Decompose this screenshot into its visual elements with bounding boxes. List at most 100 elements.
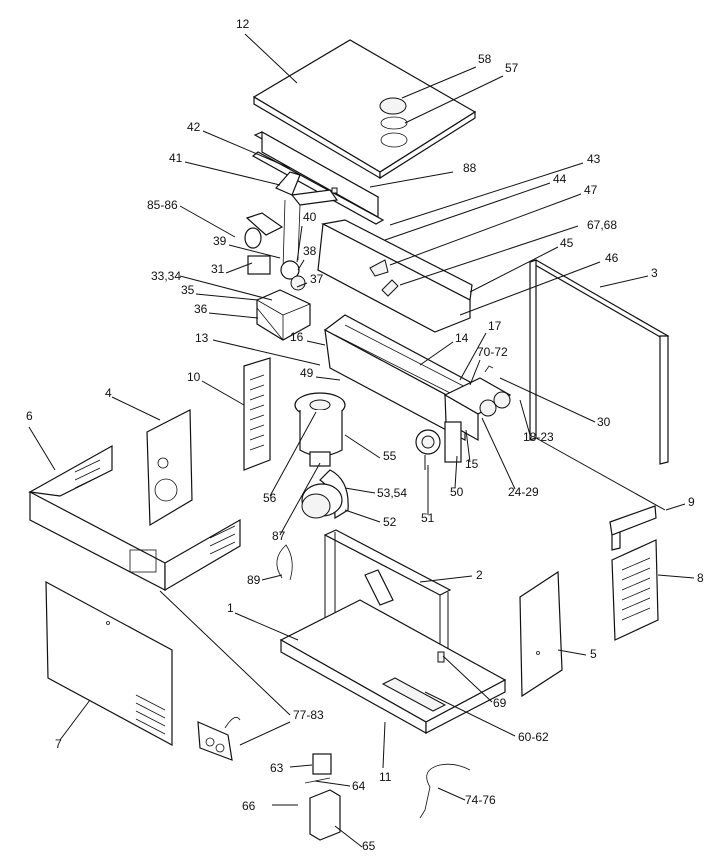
- leader-line-47: [389, 193, 582, 266]
- part-left-housing: [28, 357, 271, 592]
- callout-label-c12: 12: [236, 17, 250, 31]
- leader-line-40: [296, 225, 303, 263]
- callout-label-c85-86: 85-86: [147, 198, 178, 212]
- callout-label-c49: 49: [300, 366, 314, 380]
- leader-line-39: [228, 244, 281, 259]
- callout-label-c8: 8: [697, 571, 704, 585]
- callout-label-c88: 88: [463, 161, 477, 175]
- leader-line-50: [454, 455, 458, 489]
- callout-label-c60-62: 60-62: [518, 730, 549, 744]
- callout-label-c57: 57: [505, 61, 519, 75]
- leader-line-77-83b: [239, 721, 291, 746]
- part-right-grilles: [519, 505, 659, 698]
- leader-line-5: [557, 649, 587, 656]
- leader-line-55: [344, 434, 381, 459]
- callout-label-c45: 45: [560, 236, 574, 250]
- callout-label-c16: 16: [290, 330, 304, 344]
- leader-line-65: [334, 825, 363, 848]
- leader-line-88: [369, 171, 454, 188]
- callout-label-c74-76: 74-76: [465, 793, 496, 807]
- leader-line-6: [28, 426, 56, 471]
- leader-line-16: [306, 340, 326, 346]
- leader-line-64: [314, 780, 351, 787]
- callout-label-c35: 35: [181, 283, 195, 297]
- leader-line-57: [404, 75, 504, 124]
- callout-label-c33-34: 33,34: [151, 269, 181, 283]
- part-upper-duct: [251, 130, 385, 271]
- leader-line-37: [296, 282, 308, 288]
- leader-line-9: [665, 503, 686, 511]
- callout-label-c89: 89: [247, 573, 261, 587]
- leader-line-42: [202, 130, 291, 169]
- callout-label-c52: 52: [383, 515, 397, 529]
- callout-label-c1: 1: [227, 601, 234, 615]
- leader-line-2: [419, 575, 473, 583]
- callout-label-c47: 47: [584, 183, 598, 197]
- callout-label-c4: 4: [105, 386, 112, 400]
- callout-label-c42: 42: [187, 120, 201, 134]
- leader-line-49: [315, 376, 341, 381]
- callout-label-c51: 51: [421, 511, 435, 525]
- leader-line-85-86: [179, 205, 236, 238]
- part-57-ring: [380, 116, 408, 130]
- callout-label-c7: 7: [55, 737, 62, 751]
- callout-label-c40: 40: [303, 210, 317, 224]
- callout-label-c41: 41: [169, 151, 183, 165]
- part-electrical-components: [197, 716, 471, 841]
- callout-label-c67-68: 67,68: [587, 218, 617, 232]
- callout-label-c63: 63: [270, 761, 284, 775]
- part-front-panel: [45, 580, 173, 747]
- leader-line-17: [459, 332, 487, 381]
- callout-label-c77-83: 77-83: [293, 708, 324, 722]
- leader-line-24-29: [481, 417, 516, 490]
- leader-line-8: [657, 574, 695, 579]
- callout-label-c14: 14: [455, 331, 469, 345]
- callout-label-c39: 39: [213, 234, 227, 248]
- leader-line-4: [111, 396, 161, 421]
- leader-line-10: [201, 380, 245, 406]
- callout-label-c66: 66: [242, 799, 256, 813]
- leader-line-41: [184, 161, 281, 186]
- leader-line-46: [459, 261, 601, 316]
- part-blower-assembly: [276, 392, 349, 581]
- leader-line-35: [195, 293, 259, 301]
- callout-label-c24-29: 24-29: [508, 485, 539, 499]
- leader-line-33-34: [179, 275, 273, 301]
- leader-line-13: [212, 339, 321, 366]
- part-burner-tray: [323, 314, 512, 470]
- part-canopy: [317, 219, 473, 333]
- leader-line-60-62: [424, 691, 516, 737]
- part-right-side-panel: [528, 259, 670, 511]
- leader-line-44: [384, 182, 551, 241]
- part-control-assembly: [244, 212, 311, 341]
- leader-line-77-83: [159, 590, 291, 716]
- callout-label-c50: 50: [450, 485, 464, 499]
- leader-line-18-23: [519, 399, 531, 436]
- callout-label-c46: 46: [605, 251, 619, 265]
- callout-label-c31: 31: [211, 262, 225, 276]
- callout-label-c3: 3: [651, 266, 658, 280]
- leader-line-7: [59, 699, 91, 741]
- part-top-lid: [252, 39, 477, 180]
- callout-label-c56: 56: [263, 491, 277, 505]
- leader-line-45: [469, 246, 559, 293]
- callout-label-c43: 43: [587, 152, 601, 166]
- leader-line-31: [225, 262, 253, 274]
- leader-line-11: [382, 721, 386, 769]
- callout-label-c65: 65: [362, 839, 376, 853]
- callout-labels: 12585742418843444785-8667,684039383133,3…: [26, 17, 704, 853]
- leader-line-87: [279, 462, 321, 536]
- callout-label-c58: 58: [478, 52, 492, 66]
- part-58-grate: [379, 97, 407, 115]
- leader-line-12: [244, 33, 298, 84]
- callout-label-c30: 30: [597, 415, 611, 429]
- leader-line-58: [401, 66, 477, 99]
- callout-label-c64: 64: [352, 779, 366, 793]
- leader-line-89: [261, 574, 283, 581]
- callout-label-c44: 44: [553, 172, 567, 186]
- leader-line-38: [297, 259, 305, 271]
- leader-line-15: [465, 429, 471, 463]
- part-base-frame: [279, 529, 507, 735]
